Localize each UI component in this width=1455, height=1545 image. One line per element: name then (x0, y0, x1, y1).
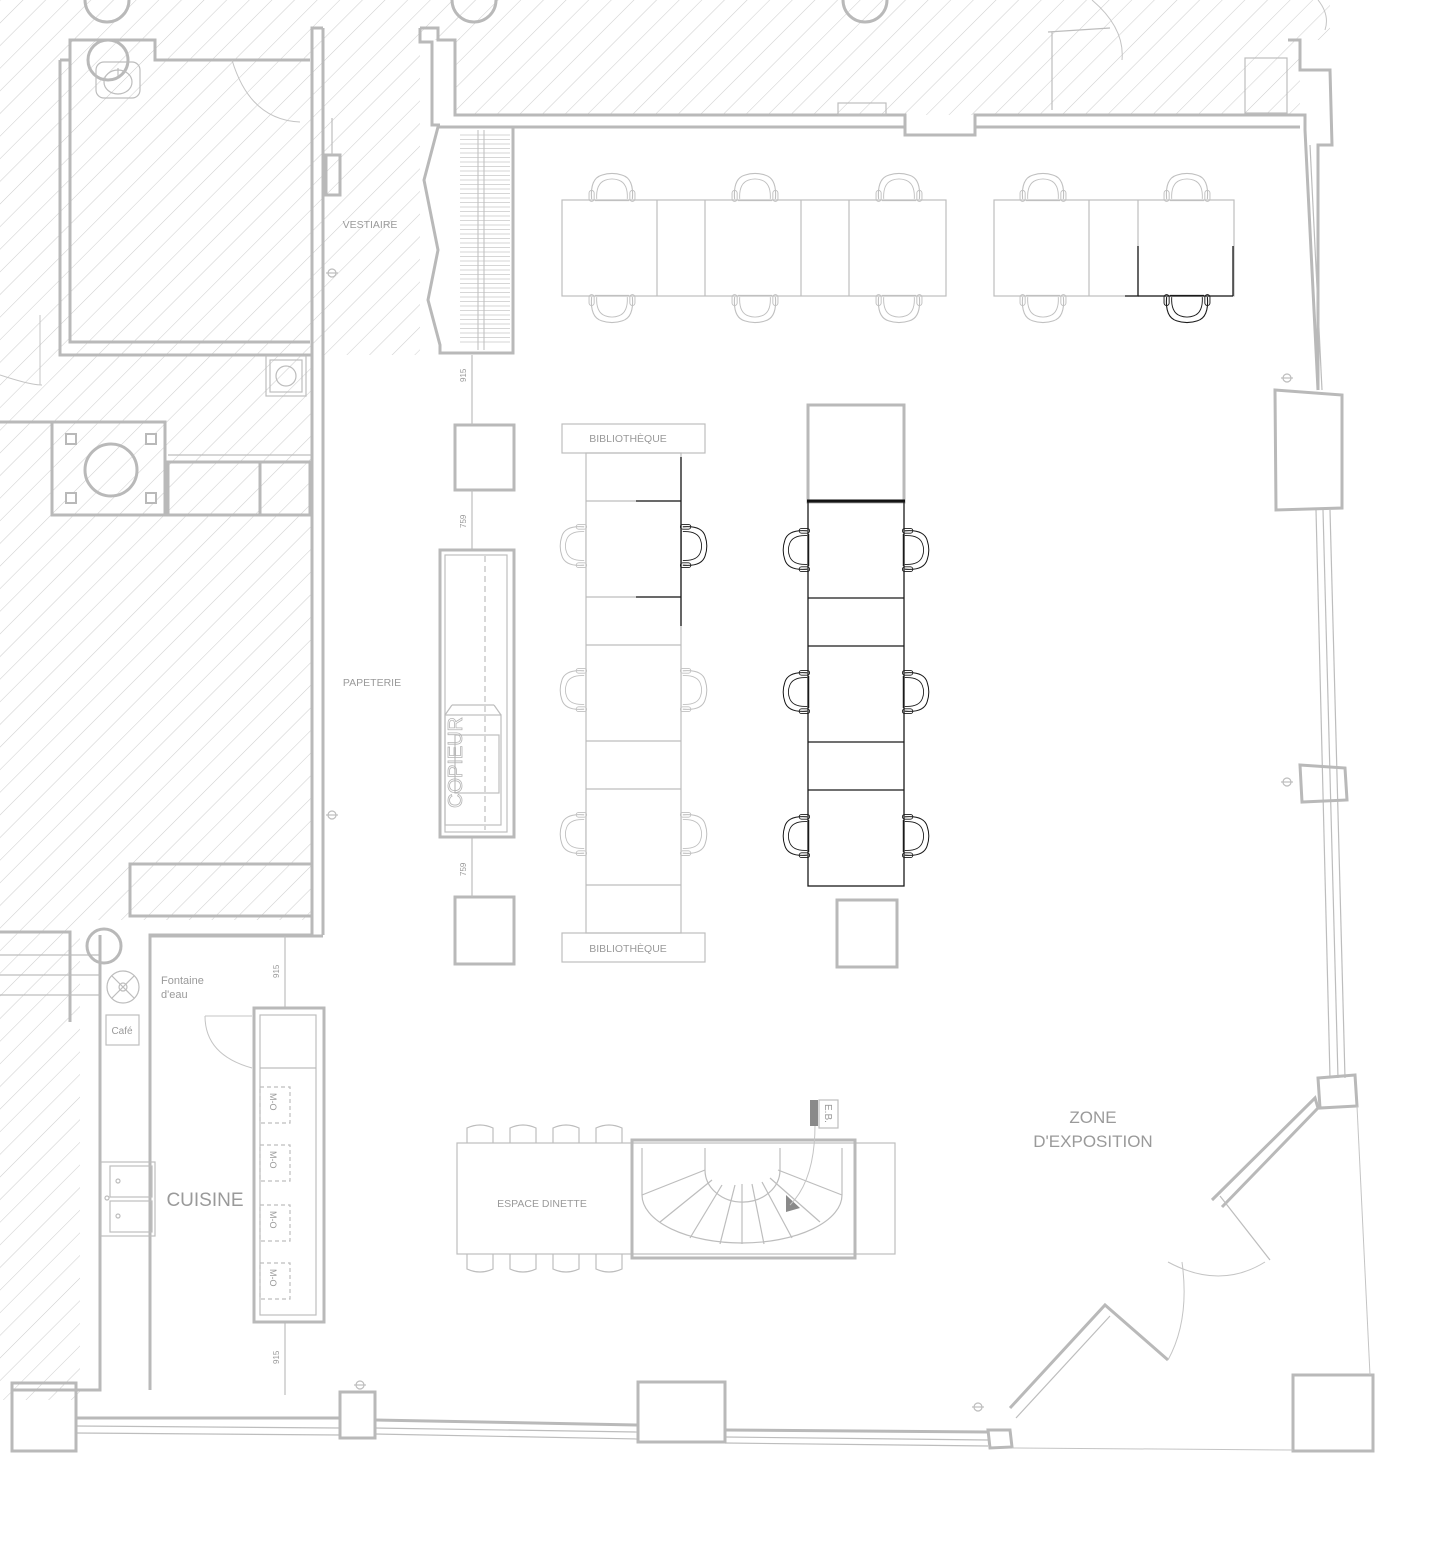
kitchen-counter (252, 1006, 326, 1324)
wardrobe (422, 125, 515, 355)
sink-small (269, 359, 303, 393)
label-mo-4: M-O (268, 1269, 278, 1287)
label-zone-1: ZONE (1069, 1108, 1116, 1127)
kitchen-cabinets (100, 1161, 156, 1237)
chairs-bookcase-cluster (559, 523, 708, 857)
copier (444, 704, 502, 826)
label-eb: E.B. (822, 1104, 833, 1123)
label-zone-2: D'EXPOSITION (1033, 1132, 1152, 1151)
walls (0, 0, 1375, 1453)
bookcase-desk-cluster (561, 423, 706, 963)
coffee-machine (105, 1014, 140, 1046)
dimension-text: 915 (272, 1350, 281, 1364)
stationery-cabinet (438, 548, 516, 839)
chairs-selected-cluster (782, 527, 930, 859)
label-papeterie: PAPETERIE (343, 677, 401, 689)
desk-row-top (561, 199, 1235, 297)
dimension-text: 915 (272, 964, 281, 978)
desk-cluster-selected (806, 403, 906, 887)
room-pillars (453, 423, 899, 969)
dimension-text: 759 (459, 514, 468, 528)
stools (466, 1124, 623, 1273)
dining-table (456, 1142, 896, 1255)
label-bibliotheque-bottom: BIBLIOTHÈQUE (589, 942, 667, 955)
spiral-staircase (630, 1100, 857, 1260)
label-fontaine-2: d'eau (161, 989, 188, 1001)
electrical-board (818, 1099, 839, 1129)
label-cuisine: CUISINE (166, 1190, 243, 1211)
dimension-lines (284, 355, 473, 1395)
dimension-text: 759 (459, 862, 468, 876)
label-mo-3: M-O (268, 1211, 278, 1229)
label-espace-dinette: ESPACE DINETTE (497, 1198, 587, 1210)
label-copieur: COPIEUR (445, 717, 467, 808)
label-bibliotheque-top: BIBLIOTHÈQUE (589, 432, 667, 445)
washbasin (95, 61, 141, 99)
outlet-symbols (324, 118, 1293, 1412)
chair-selected-top (1163, 293, 1211, 324)
water-fountain (106, 970, 140, 1004)
hatched-walls (0, 0, 1330, 1400)
label-cafe: Café (111, 1026, 133, 1037)
dimension-text: 915 (459, 368, 468, 382)
label-mo-1: M-O (268, 1093, 278, 1111)
chair-selected-bookcase (679, 523, 708, 569)
label-fontaine-1: Fontaine (161, 975, 204, 987)
chairs-top (588, 172, 1211, 324)
label-mo-2: M-O (268, 1151, 278, 1169)
doors (0, 0, 1327, 1069)
label-vestiaire: VESTIAIRE (343, 219, 398, 231)
